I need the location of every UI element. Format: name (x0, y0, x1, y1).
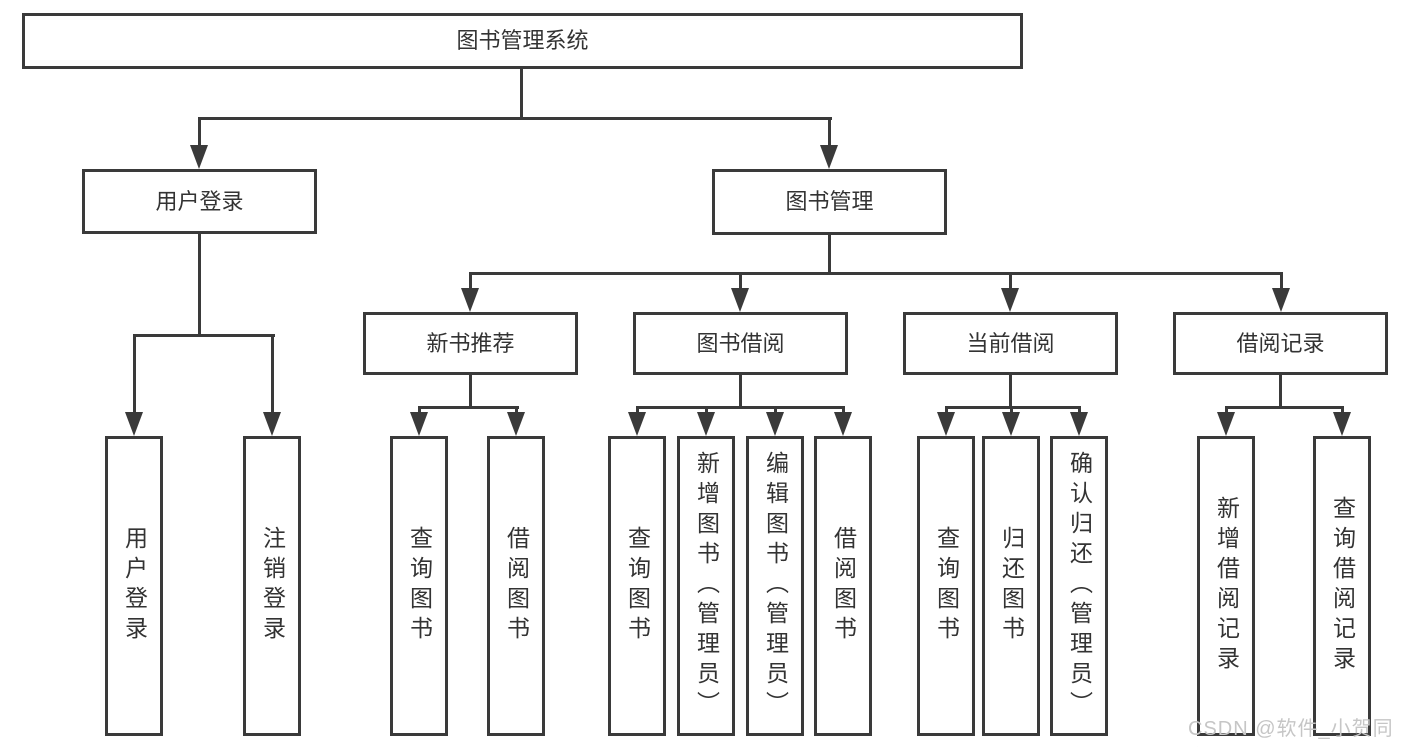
connector-line (469, 272, 1283, 275)
arrow-down-icon (834, 412, 852, 436)
connector-line (1009, 272, 1012, 292)
connector-line (1280, 272, 1283, 292)
connector-line (828, 117, 831, 147)
connector-line (1009, 375, 1012, 408)
node-label: 注销登录 (259, 526, 286, 646)
node-label: 借阅图书 (503, 526, 530, 646)
node-user-login-leaf: 用户登录 (105, 436, 163, 736)
node-label: 查询借阅记录 (1329, 496, 1356, 676)
node-label: 借阅图书 (830, 526, 857, 646)
connector-line (1341, 406, 1344, 416)
connector-line (418, 406, 421, 416)
connector-line (739, 272, 742, 292)
connector-line (198, 117, 832, 120)
arrow-down-icon (1002, 412, 1020, 436)
node-label: 用户登录 (121, 526, 148, 646)
node-label: 新书推荐 (426, 330, 515, 356)
node-library-system: 图书管理系统 (22, 13, 1023, 69)
watermark-text: CSDN @软件_小贺同学 (1188, 718, 1394, 740)
arrow-down-icon (731, 288, 749, 312)
connector-line (774, 406, 777, 416)
connector-line (418, 406, 519, 409)
arrow-down-icon (190, 145, 208, 169)
node-add-book-admin: 新增图书（管理员） (677, 436, 735, 736)
connector-line (945, 406, 948, 416)
connector-line (469, 375, 472, 408)
node-query-borrow-record: 查询借阅记录 (1313, 436, 1371, 736)
node-confirm-return-admin: 确认归还（管理员） (1050, 436, 1108, 736)
connector-line (739, 375, 742, 408)
arrow-down-icon (263, 412, 281, 436)
connector-line (1279, 375, 1282, 408)
connector-line (1010, 406, 1013, 416)
arrow-down-icon (937, 412, 955, 436)
node-label: 当前借阅 (966, 330, 1055, 356)
arrow-down-icon (1333, 412, 1351, 436)
node-borrow-books-borrowing: 借阅图书 (814, 436, 872, 736)
connector-line (198, 117, 201, 147)
node-label: 图书借阅 (696, 330, 785, 356)
node-label: 图书管理 (785, 189, 874, 214)
connector-line (1078, 406, 1081, 416)
node-current-borrowing: 当前借阅 (903, 312, 1118, 375)
node-book-management: 图书管理 (712, 169, 947, 235)
node-query-books-borrowing: 查询图书 (608, 436, 666, 736)
node-borrow-records: 借阅记录 (1173, 312, 1388, 375)
node-label: 新增借阅记录 (1213, 496, 1240, 676)
node-label: 用户登录 (155, 188, 244, 214)
node-label: 查询图书 (933, 526, 960, 646)
node-new-book-recommend: 新书推荐 (363, 312, 578, 375)
node-label: 编辑图书（管理员） (762, 451, 789, 721)
connector-line (1225, 406, 1228, 416)
arrow-down-icon (766, 412, 784, 436)
arrow-down-icon (1070, 412, 1088, 436)
connector-line (520, 69, 523, 119)
node-add-borrow-record: 新增借阅记录 (1197, 436, 1255, 736)
connector-line (271, 334, 274, 414)
node-user-login: 用户登录 (82, 169, 317, 234)
node-return-book: 归还图书 (982, 436, 1040, 736)
connector-line (133, 334, 136, 414)
connector-line (515, 406, 518, 416)
connector-line (705, 406, 708, 416)
connector-line (469, 272, 472, 292)
node-query-books-recommend: 查询图书 (390, 436, 448, 736)
node-label: 查询图书 (406, 526, 433, 646)
connector-line (842, 406, 845, 416)
node-label: 新增图书（管理员） (693, 451, 720, 721)
connector-line (133, 334, 275, 337)
node-label: 借阅记录 (1236, 330, 1325, 356)
arrow-down-icon (1217, 412, 1235, 436)
node-label: 归还图书 (998, 526, 1025, 646)
arrow-down-icon (461, 288, 479, 312)
arrow-down-icon (697, 412, 715, 436)
node-label: 确认归还（管理员） (1066, 451, 1093, 721)
arrow-down-icon (1272, 288, 1290, 312)
connector-line (1225, 406, 1344, 409)
arrow-down-icon (410, 412, 428, 436)
arrow-down-icon (1001, 288, 1019, 312)
connector-line (828, 234, 831, 275)
node-logout: 注销登录 (243, 436, 301, 736)
arrow-down-icon (507, 412, 525, 436)
node-borrow-books-recommend: 借阅图书 (487, 436, 545, 736)
node-label: 查询图书 (624, 526, 651, 646)
node-label: 图书管理系统 (456, 28, 589, 53)
node-edit-book-admin: 编辑图书（管理员） (746, 436, 804, 736)
node-book-borrowing: 图书借阅 (633, 312, 848, 375)
connector-line (945, 406, 1081, 409)
arrow-down-icon (820, 145, 838, 169)
node-query-books-current: 查询图书 (917, 436, 975, 736)
connector-line (636, 406, 844, 409)
connector-line (636, 406, 639, 416)
connector-line (198, 233, 201, 337)
arrow-down-icon (125, 412, 143, 436)
arrow-down-icon (628, 412, 646, 436)
